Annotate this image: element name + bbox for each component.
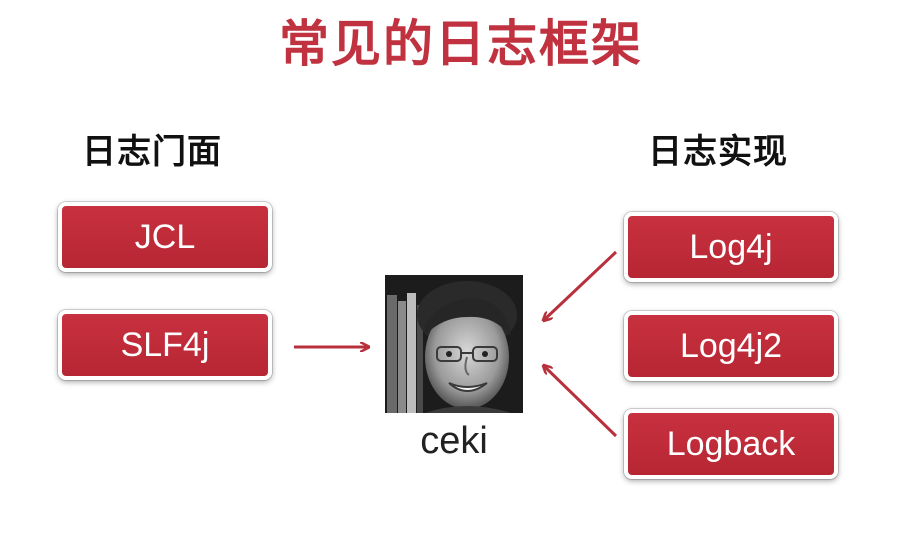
implementation-heading: 日志实现: [648, 132, 788, 172]
arrow-log4j-to-author: [544, 250, 618, 320]
author-portrait: [385, 275, 523, 413]
facade-box-jcl: JCL: [58, 202, 272, 272]
impl-box-log4j2: Log4j2: [624, 311, 838, 381]
slide-title: 常见的日志框架: [279, 15, 643, 73]
arrow-logback-to-author: [544, 366, 618, 438]
facade-box-slf4j: SLF4j: [58, 310, 272, 380]
facade-heading: 日志门面: [82, 132, 222, 172]
impl-box-logback: Logback: [624, 409, 838, 479]
impl-box-log4j: Log4j: [624, 212, 838, 282]
author-name: ceki: [420, 420, 488, 462]
portrait-image: [385, 275, 523, 413]
